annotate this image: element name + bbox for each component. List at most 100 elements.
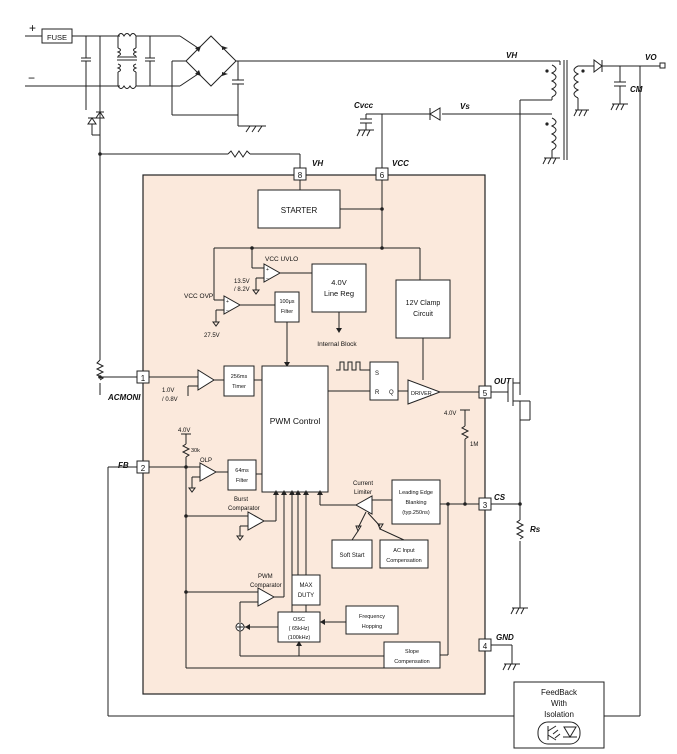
internal-block-label: Internal Block [317,341,357,348]
pin-1: 1 [136,370,150,384]
pin-6: 6 VCC [375,159,409,181]
svg-text:/ 8.2V: / 8.2V [234,287,250,293]
plus-terminal: + [29,21,36,35]
svg-text:(typ.250ns): (typ.250ns) [402,510,430,516]
svg-text:S: S [375,371,379,377]
pin-5: 5 [478,385,492,399]
svg-text:Frequency: Frequency [359,614,385,620]
soft-start-block [331,539,373,569]
burst-comparator [247,511,266,531]
svg-text:Comparator: Comparator [250,583,282,589]
svg-text:DUTY: DUTY [298,593,314,599]
svg-text:Comparator: Comparator [228,506,260,512]
pin-6-label: VCC [392,159,409,168]
rs-net-label: Rs [530,525,541,534]
acmoni-net-label: ACMONI [107,393,141,402]
vo-net-label: VO [645,53,657,62]
max-duty-block [291,574,321,606]
svg-text:8: 8 [298,171,303,180]
svg-text:6: 6 [380,171,385,180]
svg-text:5: 5 [483,389,488,398]
svg-text:PWM: PWM [258,574,273,580]
svg-text:AC Input: AC Input [393,548,415,554]
svg-text:12V Clamp: 12V Clamp [406,300,441,307]
sr-latch [369,361,399,401]
svg-text:PWM Control: PWM Control [270,416,321,426]
cvcc-net-label: Cvcc [354,101,374,110]
pin-4: 4 [478,638,492,652]
cs-net-label: CS [494,493,506,502]
leb-block [391,479,441,525]
svg-text:1: 1 [141,374,146,383]
svg-text:Circuit: Circuit [413,311,433,318]
out-net-label: OUT [494,377,512,386]
svg-text:3: 3 [483,501,488,510]
filter-64ms-block [227,459,257,491]
svg-text:Compensation: Compensation [394,659,429,665]
svg-text:100μs: 100μs [279,299,294,305]
svg-text:Blanking: Blanking [405,500,426,506]
vh-net-label: VH [506,51,517,60]
acmoni-comparator [197,369,215,391]
svg-text:FeedBack: FeedBack [541,688,578,697]
pin-8-label: VH [312,159,323,168]
mosfet [507,378,531,421]
svg-text:4.0V: 4.0V [331,278,346,287]
svg-text:1.0V: 1.0V [162,388,174,394]
timer-256ms-block [223,365,255,397]
svg-text:4: 4 [483,642,488,651]
optocoupler-icon [537,721,581,745]
svg-text:+: + [266,267,269,273]
svg-text:Filter: Filter [236,478,248,484]
pin-2: 2 [136,460,150,474]
svg-text:Current: Current [353,481,373,487]
transformer-section: VH VO CM Vs Cvcc [354,51,666,717]
svg-text:64ms: 64ms [235,468,249,474]
svg-text:Compensation: Compensation [386,558,421,564]
svg-text:( 65kHz): ( 65kHz) [289,626,310,632]
fb-net-label: FB [118,461,129,470]
vcc-ovp-label: VCC OVP [184,293,213,300]
svg-text:−: − [266,276,269,282]
fuse-label: FUSE [47,33,67,42]
svg-text:Slope: Slope [405,649,419,655]
pwm-comparator [257,587,276,607]
svg-text:Line Reg: Line Reg [324,289,354,298]
svg-text:Leading Edge: Leading Edge [399,490,433,496]
osc-block [277,611,321,643]
frequency-hopping-block [345,605,399,635]
ovp-comparator [223,295,242,315]
svg-text:With: With [551,699,567,708]
driver-buffer [407,379,442,405]
svg-text:256ms: 256ms [231,374,248,380]
pin-3: 3 [478,497,492,511]
gnd-net-label: GND [496,633,514,642]
svg-text:4.0V: 4.0V [178,428,190,434]
svg-text:Soft Start: Soft Start [339,553,364,559]
svg-text:Filter: Filter [281,309,293,315]
current-limiter-comparator [354,495,373,515]
svg-text:Hopping: Hopping [362,624,383,630]
svg-text:OSC: OSC [293,617,305,623]
svg-text:Q: Q [389,390,394,396]
svg-text:/ 0.8V: / 0.8V [162,397,178,403]
olp-comparator [199,462,218,482]
ac-input-compensation-block [379,539,429,569]
svg-text:−: − [226,308,229,314]
minus-terminal: − [28,71,35,85]
olp-label: OLP [200,458,212,464]
svg-text:Timer: Timer [232,384,246,390]
bridge-rectifier [179,35,237,87]
svg-text:2: 2 [141,464,146,473]
svg-text:4.0V: 4.0V [444,411,456,417]
cm-net-label: CM [630,85,643,94]
vcc-uvlo-label: VCC UVLO [265,256,298,263]
input-section: + − FUSE [25,21,560,360]
pwm-control-block [261,365,329,493]
svg-text:+: + [226,299,229,305]
line-reg-block [311,263,367,313]
svg-text:STARTER: STARTER [281,206,318,215]
svg-text:Isolation: Isolation [544,710,574,719]
slope-compensation-block [383,641,441,669]
